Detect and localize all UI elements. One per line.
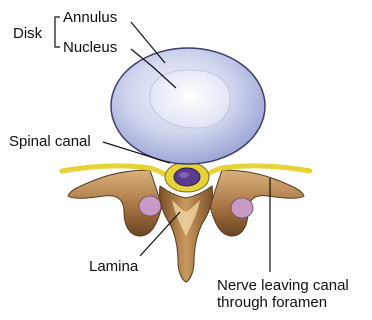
- intervertebral-disk: [111, 48, 265, 164]
- disk-bracket: [55, 17, 60, 47]
- nucleus-label: Nucleus: [63, 39, 117, 56]
- annulus-label: Annulus: [63, 9, 117, 26]
- lamina-label: Lamina: [89, 258, 138, 275]
- left-facet: [139, 196, 161, 216]
- spinal-canal-group: [165, 162, 209, 192]
- right-transverse-process: [210, 170, 304, 236]
- nerve-label: Nerve leaving canal through foramen: [217, 277, 349, 311]
- spinal-canal-label: Spinal canal: [9, 133, 91, 150]
- nerve-label-line-1: Nerve leaving canal: [217, 277, 349, 294]
- disk-label: Disk: [13, 25, 42, 42]
- right-facet: [231, 198, 253, 218]
- spinal-cord-highlight: [179, 172, 189, 178]
- nerve-label-line-2: through foramen: [217, 294, 349, 311]
